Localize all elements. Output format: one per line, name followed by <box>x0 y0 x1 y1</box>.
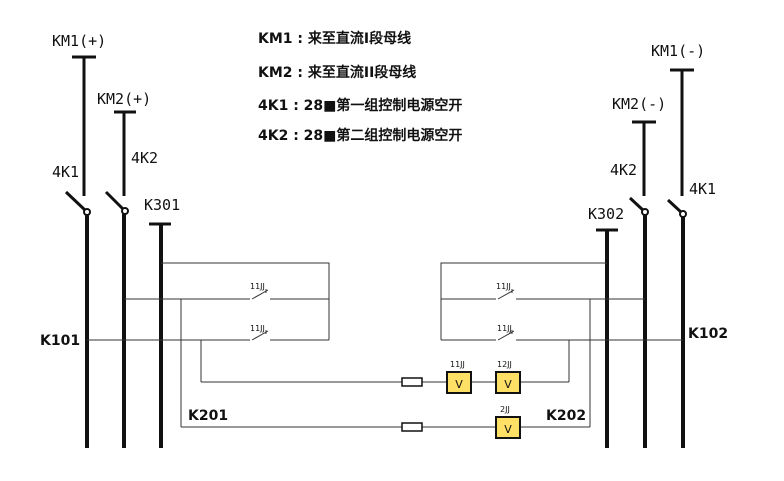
right-upper-contact <box>497 289 515 300</box>
label-relay-11jj: 11JJ <box>450 360 465 369</box>
relay-11jj-symbol: V <box>455 378 463 391</box>
4k1-left-blade <box>64 190 88 213</box>
resistor-upper <box>401 377 423 387</box>
label-11jj-right-mid: 11JJ <box>497 324 512 333</box>
relay-coils: V V V <box>446 371 521 439</box>
label-km2-neg: KM2(-) <box>612 95 666 113</box>
control-wiring <box>87 262 683 428</box>
label-11jj-left-mid: 11JJ <box>250 324 265 333</box>
left-supply <box>64 55 171 448</box>
label-4k1-left: 4K1 <box>52 163 79 181</box>
4k2-left-blade <box>104 190 126 212</box>
relay-2jj-coil <box>495 416 521 439</box>
left-mid-contact <box>251 330 269 341</box>
label-k302: K302 <box>588 205 624 223</box>
label-4k2-right: 4K2 <box>610 161 637 179</box>
labels: KM1(+) KM2(+) 4K2 4K1 K301 KM1(-) KM2(-)… <box>40 32 728 424</box>
resistors <box>401 377 423 432</box>
relay-11jj-coil <box>446 371 472 394</box>
label-km1-neg: KM1(-) <box>651 42 705 60</box>
label-11jj-right-upper: 11JJ <box>496 282 511 291</box>
4k2-left-contact <box>121 207 129 215</box>
label-relay-12jj: 12JJ <box>497 360 512 369</box>
label-km1-pos: KM1(+) <box>52 32 106 50</box>
legend-km2: KM2 : 来至直流II段母线 <box>258 64 416 81</box>
legend-4k2: 4K2 : 28■第二组控制电源空开 <box>258 127 462 144</box>
label-k301: K301 <box>144 196 180 214</box>
legend-km1: KM1 : 来至直流I段母线 <box>258 30 411 47</box>
right-supply <box>596 68 694 448</box>
legend-4k1: 4K1 : 28■第一组控制电源空开 <box>258 97 462 114</box>
4k1-right-blade <box>666 198 684 215</box>
4k2-right-contact <box>641 208 649 216</box>
label-4k2-left: 4K2 <box>131 149 158 167</box>
resistor-lower <box>401 422 423 432</box>
label-km2-pos: KM2(+) <box>97 90 151 108</box>
4k1-left-contact <box>83 208 91 216</box>
label-k102: K102 <box>688 326 728 342</box>
label-relay-2jj: 2JJ <box>500 405 510 414</box>
4k1-right-contact <box>679 210 687 218</box>
label-k202: K202 <box>546 408 586 424</box>
relay-2jj-symbol: V <box>504 423 512 436</box>
left-top-loop <box>161 262 330 299</box>
label-k201: K201 <box>188 408 228 424</box>
label-k101: K101 <box>40 333 80 349</box>
legend: KM1 : 来至直流I段母线 KM2 : 来至直流II段母线 4K1 : 28■… <box>258 30 462 144</box>
label-11jj-left-upper: 11JJ <box>250 282 265 291</box>
relay-12jj-symbol: V <box>504 378 512 391</box>
relay-12jj-coil <box>495 371 521 394</box>
right-top-loop <box>440 262 607 299</box>
label-4k1-right: 4K1 <box>689 180 716 198</box>
4k2-right-blade <box>628 196 646 213</box>
left-upper-contact <box>251 289 269 300</box>
right-mid-contact <box>497 330 515 341</box>
